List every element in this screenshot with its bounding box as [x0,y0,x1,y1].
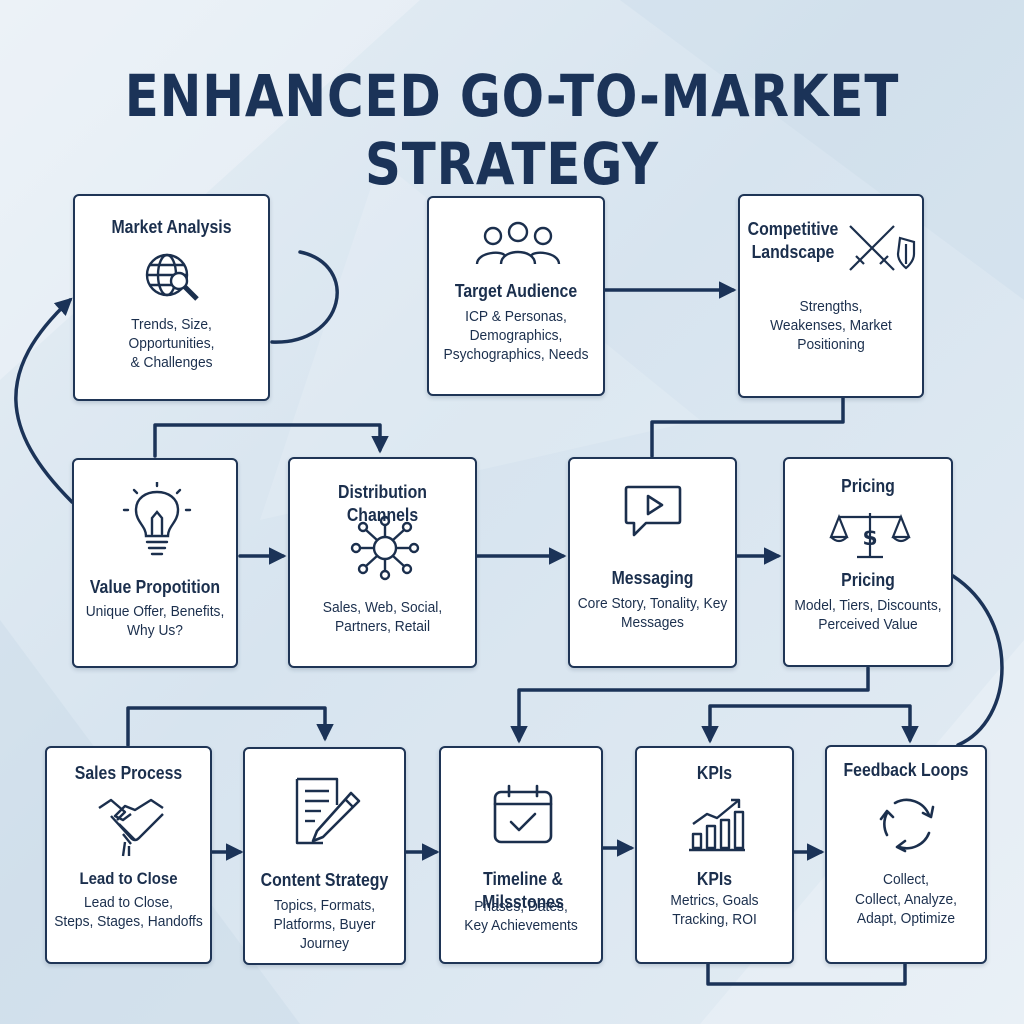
market-analysis-desc: Trends, Size, Opportunities, & Challenge… [128,316,215,371]
target-audience-box[interactable]: Target Audience ICP & Personas, Demograp… [427,196,605,396]
kpis-title: KPIs [696,763,733,783]
calendar-check-icon [493,784,553,844]
distribution-channels-desc: Sales, Web, Social, Partners, Retail [322,599,443,635]
competitive-landscape-title: Competitive Landscape [747,219,839,262]
feedback-loops-title: Feedback Loops [843,760,969,780]
network-nodes-icon [350,515,420,581]
video-chat-bubble-icon [624,485,682,537]
sales-process-title: Sales Process [74,763,183,783]
value-proposition-box[interactable]: Value Propotition Unique Offer, Benefits… [72,458,238,668]
sales-process-subtitle: Lead to Close [79,869,178,888]
messaging-box[interactable]: Messaging Core Story, Tonality, Key Mess… [568,457,737,668]
sales-process-box[interactable]: Sales Process Lead to Close Lead to Clos… [45,746,212,964]
timeline-title: Timeline & Milsstones [482,869,564,912]
target-audience-title: Target Audience [454,281,578,301]
content-strategy-title: Content Strategy [260,870,389,890]
messaging-title: Messaging [611,568,694,588]
timeline-desc: Phases, Dates, Key Achievements [464,898,578,934]
globe-magnifier-icon [145,253,199,301]
kpis-box[interactable]: KPIs KPIs Metrics, Goals Tracking, ROI [635,746,794,964]
value-proposition-desc: Unique Offer, Benefits, Why Us? [85,603,225,639]
lightbulb-icon [122,482,192,556]
document-pencil-icon [295,777,361,845]
distribution-channels-box[interactable]: Distribution Channels Sales, Web, Social… [288,457,477,668]
content-strategy-box[interactable]: Content Strategy Topics, Formats, Platfo… [243,747,406,965]
pricing-box[interactable]: Pricing $ Pricing Model, Tiers, Discount… [783,457,953,667]
sales-process-desc: Lead to Close, Steps, Stages, Handoffs [54,894,203,930]
bar-chart-growth-icon [689,798,745,852]
people-group-icon [475,221,561,265]
kpis-subtitle: KPIs [696,869,733,889]
svg-text:$: $ [862,526,877,551]
timeline-box[interactable]: Timeline & Milsstones Phases, Dates, Key… [439,746,603,964]
feedback-loops-desc: Collect, Analyze, Adapt, Optimize [854,891,958,927]
kpis-desc: Metrics, Goals Tracking, ROI [670,892,759,928]
cycle-arrows-icon [879,798,935,853]
distribution-channels-title: Distribution Channels [338,482,427,525]
pricing-subtitle: Pricing [841,570,895,590]
crossed-swords-shield-icon [849,225,916,271]
dollar-scale-icon: $ [829,513,911,559]
page-title: ENHANCED GO-TO-MARKET STRATEGY [124,62,900,198]
handshake-icon [98,798,164,857]
feedback-loops-subtitle: Collect, [882,871,930,888]
competitive-landscape-box[interactable]: Competitive Landscape Strengths, Weakens… [738,194,924,398]
competitive-landscape-desc: Strengths, Weakenses, Market Positioning [770,298,892,353]
feedback-loops-box[interactable]: Feedback Loops Collect, Collect, Analyze… [825,745,987,964]
pricing-title: Pricing [841,476,895,496]
content-strategy-desc: Topics, Formats, Platforms, Buyer Journe… [273,897,376,952]
messaging-desc: Core Story, Tonality, Key Messages [577,595,728,631]
market-analysis-box[interactable]: Market Analysis Trends, Size, Opportunit… [73,194,270,401]
market-analysis-title: Market Analysis [111,217,232,237]
pricing-desc: Model, Tiers, Discounts, Perceived Value [794,597,942,633]
target-audience-desc: ICP & Personas, Demographics, Psychograp… [443,308,589,363]
value-proposition-title: Value Propotition [89,577,221,597]
